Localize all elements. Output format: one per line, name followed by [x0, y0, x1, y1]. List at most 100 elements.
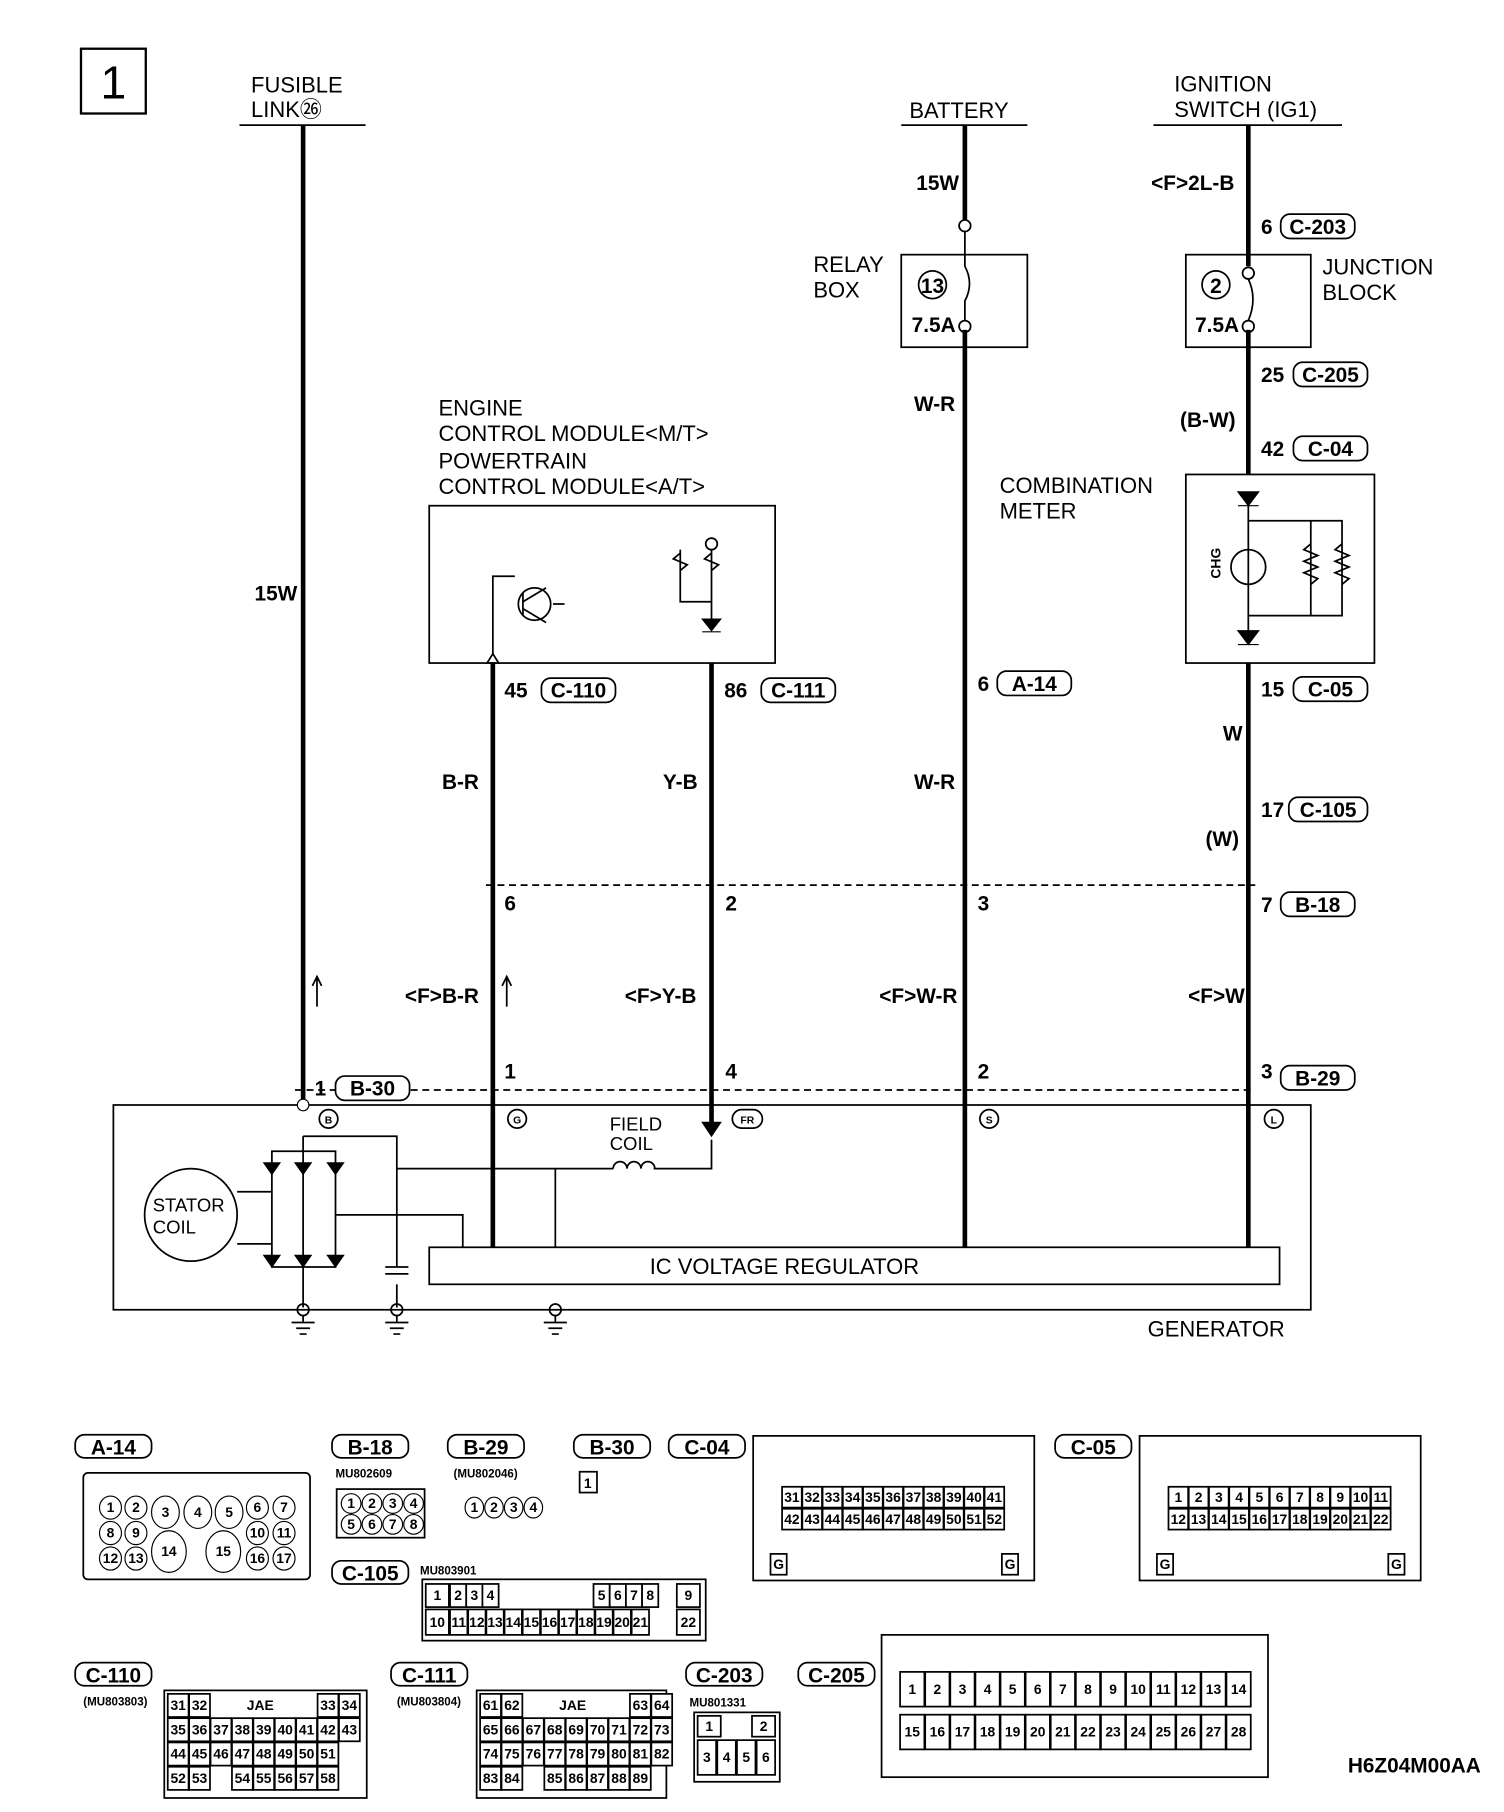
pin-cavity — [316, 1765, 340, 1791]
diode-icon — [1236, 630, 1260, 646]
connector-pin: 14 — [1231, 1681, 1247, 1697]
connector-pin: 49 — [277, 1746, 293, 1762]
connector-pin: 5 — [225, 1504, 233, 1520]
connector-pin: 2 — [490, 1499, 498, 1515]
connector-pin: 47 — [885, 1511, 901, 1527]
wires — [295, 125, 1256, 1248]
terminal-label: L — [1271, 1116, 1278, 1127]
connector-pin: 1 — [347, 1495, 355, 1511]
fuse-icon — [964, 231, 971, 321]
ecm-label: ENGINE — [438, 395, 522, 420]
pin-cavity — [188, 1692, 211, 1718]
ic-voltage-regulator-label: IC VOLTAGE REGULATOR — [650, 1254, 919, 1279]
fuse-rating: 7.5A — [1195, 314, 1239, 337]
pin-cavity — [983, 1507, 1006, 1531]
field-coil-icon — [612, 1160, 656, 1169]
terminal-label: B — [325, 1116, 333, 1127]
pin-cavity — [1200, 1671, 1227, 1708]
connector-pin: 15 — [524, 1614, 540, 1630]
connector-pin: 5 — [742, 1749, 750, 1765]
connector-pin: 46 — [865, 1511, 881, 1527]
diagram-code: H6Z04M00AA — [1348, 1755, 1481, 1778]
connector-pin: 3 — [470, 1587, 478, 1603]
pin-number: 42 — [1261, 438, 1284, 461]
pin-cavity — [924, 1713, 951, 1751]
part-number: (MU803803) — [83, 1696, 147, 1708]
connector-pin: 39 — [256, 1721, 272, 1737]
connector-pin: 52 — [987, 1511, 1003, 1527]
pin-cavity — [1150, 1671, 1177, 1708]
pin-number: 1 — [315, 1078, 327, 1101]
connector-pin: 84 — [504, 1770, 520, 1786]
connector-pin: 3 — [389, 1495, 397, 1511]
connector-pin: 70 — [590, 1721, 606, 1737]
connector-pin: G — [773, 1556, 784, 1572]
pin-cavity — [696, 1739, 718, 1776]
connector-pin: 51 — [966, 1511, 982, 1527]
connector-pin: 1 — [584, 1475, 592, 1491]
connector-pin: 2 — [368, 1495, 376, 1511]
connector-label: C-110 — [86, 1664, 142, 1687]
connector-pin: 77 — [547, 1746, 563, 1762]
connector-pin: 48 — [256, 1746, 272, 1762]
connector-pin: 45 — [845, 1511, 861, 1527]
pin-number: 4 — [725, 1060, 737, 1083]
pin-cavity — [338, 1692, 361, 1718]
relay-box-label: RELAY — [813, 252, 884, 277]
pin-cavity — [205, 1530, 242, 1573]
pin-cavity — [124, 1520, 148, 1546]
connector-pin: 36 — [885, 1489, 901, 1505]
connector-pin: 52 — [170, 1770, 186, 1786]
wire-color-label: 15W — [916, 172, 959, 195]
connector-pin: 3 — [959, 1681, 967, 1697]
connector-pin: 6 — [1276, 1489, 1284, 1505]
connector-pin: 1 — [433, 1587, 441, 1603]
fuse-icon — [1247, 278, 1254, 321]
connector-label: C-105 — [342, 1562, 399, 1585]
wire-color-label: W-R — [914, 771, 955, 794]
connector-pin: 38 — [926, 1489, 942, 1505]
connector-pin: 22 — [1373, 1511, 1389, 1527]
combination-meter-label: METER — [1000, 498, 1077, 523]
pin-cavity — [1370, 1507, 1392, 1531]
diode-icon — [1236, 491, 1260, 507]
part-number: MU802609 — [336, 1469, 393, 1481]
connector-pin: 81 — [633, 1746, 649, 1762]
junction-block: JUNCTION BLOCK 2 7.5A — [1184, 253, 1433, 349]
connector-pin: 1 — [705, 1718, 713, 1734]
generator-label: GENERATOR — [1148, 1316, 1285, 1341]
connector-pin: 8 — [410, 1516, 418, 1532]
pin-number: 6 — [978, 673, 990, 696]
connector-pin: 7 — [280, 1499, 288, 1515]
pin-cavity — [245, 1546, 269, 1571]
pin-cavity — [382, 1513, 404, 1535]
pin-cavity — [464, 1496, 485, 1519]
pin-cavity — [974, 1671, 1001, 1708]
pin-number: 2 — [725, 893, 737, 916]
connector-pin: 71 — [611, 1721, 627, 1737]
pin-cavity — [403, 1513, 425, 1535]
connector-pin: 34 — [342, 1697, 358, 1713]
pin-cavity — [899, 1671, 926, 1708]
connector-id: C-105 — [1300, 799, 1357, 822]
fusible-link-label: LINK㉖ — [251, 97, 322, 122]
connector-pin: 15 — [216, 1543, 232, 1559]
pin-number: 3 — [978, 893, 990, 916]
connector-pin: 13 — [487, 1614, 503, 1630]
connector-pin: 44 — [825, 1511, 841, 1527]
pin-number: 3 — [1261, 1060, 1273, 1083]
connector-pin: 50 — [299, 1746, 315, 1762]
connector-pin: 40 — [966, 1489, 982, 1505]
connector-pin: 3 — [162, 1504, 170, 1520]
connector-pin: 28 — [1231, 1724, 1247, 1740]
maker-label: JAE — [559, 1697, 586, 1713]
connector-pin: 16 — [250, 1550, 266, 1566]
connector-id: C-111 — [771, 680, 825, 703]
pin-cavity — [650, 1692, 674, 1718]
wire-color-label: W — [1223, 723, 1243, 746]
connector-pin: 24 — [1130, 1724, 1146, 1740]
connector-pin: 69 — [568, 1721, 584, 1737]
pin-cavity — [1175, 1671, 1202, 1708]
connector-pin: 53 — [192, 1770, 208, 1786]
pin-cavity — [150, 1530, 187, 1573]
